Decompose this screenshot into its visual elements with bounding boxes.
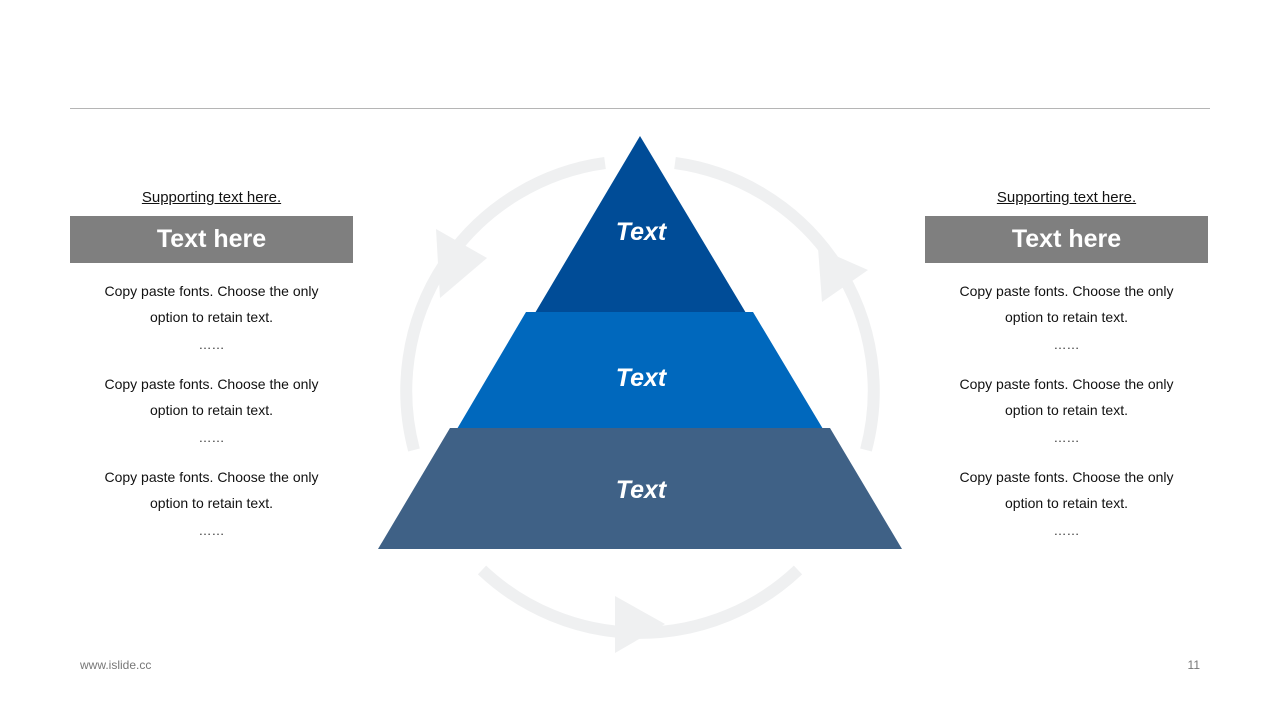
pyramid-tier-top-label: Text (616, 218, 668, 246)
block-line: option to retain text. (1005, 402, 1128, 418)
footer-url: www.islide.cc (80, 658, 152, 672)
arrowhead-bottom-icon (615, 596, 665, 653)
block-line: option to retain text. (1005, 309, 1128, 325)
block-ellipsis: …… (1053, 523, 1080, 538)
left-text-block: Copy paste fonts. Choose the only option… (70, 371, 353, 453)
pyramid-tier-top (535, 136, 746, 313)
arrowhead-left-icon (436, 229, 487, 298)
block-line: Copy paste fonts. Choose the only (959, 283, 1174, 299)
pyramid-tier-bottom (378, 428, 902, 549)
left-text-block: Copy paste fonts. Choose the only option… (70, 464, 353, 546)
block-line: Copy paste fonts. Choose the only (104, 376, 319, 392)
pyramid-tier-middle (457, 312, 823, 429)
block-line: Copy paste fonts. Choose the only (959, 469, 1174, 485)
block-ellipsis: …… (198, 337, 225, 352)
top-divider (70, 108, 1210, 109)
left-header-box: Text here (70, 216, 353, 263)
block-ellipsis: …… (198, 430, 225, 445)
right-panel: Supporting text here. Text here Copy pas… (925, 185, 1208, 546)
left-panel: Supporting text here. Text here Copy pas… (70, 185, 353, 546)
right-text-block: Copy paste fonts. Choose the only option… (925, 464, 1208, 546)
left-supporting-text: Supporting text here. (141, 189, 282, 206)
block-line: option to retain text. (150, 495, 273, 511)
block-line: option to retain text. (1005, 495, 1128, 511)
pyramid-tier-middle-label: Text (616, 364, 668, 392)
block-ellipsis: …… (1053, 337, 1080, 352)
cycle-arrowheads (436, 229, 868, 653)
block-line: Copy paste fonts. Choose the only (104, 469, 319, 485)
block-line: option to retain text. (150, 309, 273, 325)
arrowhead-right-icon (818, 248, 868, 302)
right-text-blocks: Copy paste fonts. Choose the only option… (925, 278, 1208, 546)
right-text-block: Copy paste fonts. Choose the only option… (925, 278, 1208, 360)
left-text-blocks: Copy paste fonts. Choose the only option… (70, 278, 353, 546)
block-line: Copy paste fonts. Choose the only (959, 376, 1174, 392)
block-line: Copy paste fonts. Choose the only (104, 283, 319, 299)
right-text-block: Copy paste fonts. Choose the only option… (925, 371, 1208, 453)
right-supporting-text: Supporting text here. (996, 189, 1137, 206)
page-number: 11 (1187, 658, 1200, 672)
right-header-box: Text here (925, 216, 1208, 263)
block-line: option to retain text. (150, 402, 273, 418)
left-text-block: Copy paste fonts. Choose the only option… (70, 278, 353, 360)
block-ellipsis: …… (198, 523, 225, 538)
pyramid-tier-bottom-label: Text (616, 476, 668, 504)
block-ellipsis: …… (1053, 430, 1080, 445)
